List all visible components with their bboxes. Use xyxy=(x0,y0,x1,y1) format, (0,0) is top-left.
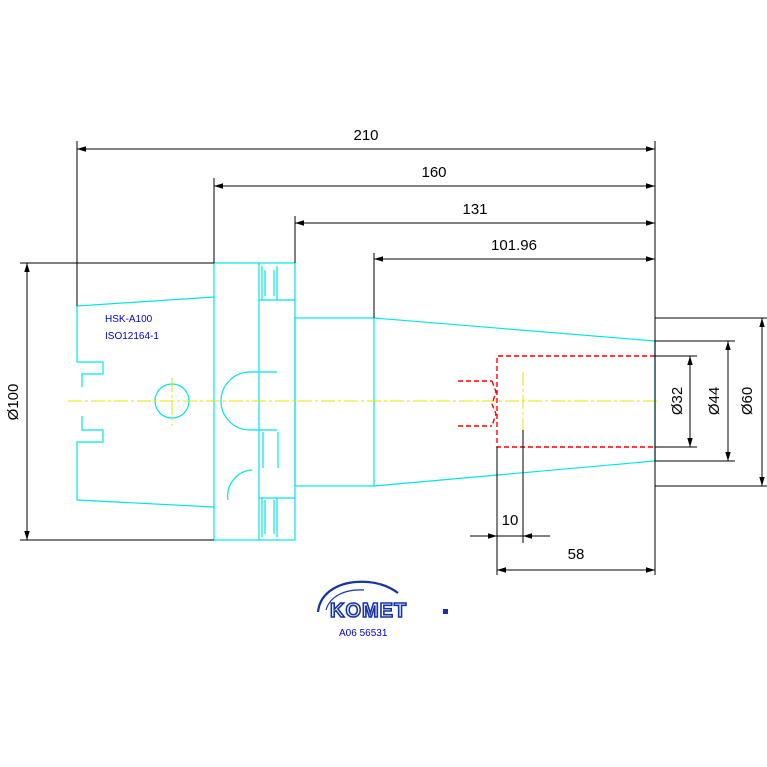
dim-overall-length: 210 xyxy=(353,127,378,144)
part-number: A06 56531 xyxy=(339,628,388,639)
centerlines xyxy=(68,372,660,430)
conical-body-outline xyxy=(373,317,656,487)
bore-thread-marks xyxy=(458,380,497,427)
logo-swoosh-inner xyxy=(325,589,365,611)
dim-shank-diameter: Ø100 xyxy=(5,384,22,421)
extension-lines xyxy=(20,141,767,575)
collar-outline xyxy=(294,317,375,487)
dim-length-from-flange: 160 xyxy=(421,164,446,181)
dim-length-from-collar: 131 xyxy=(462,201,487,218)
logo-brand-text: KOMET xyxy=(330,600,407,622)
dimension-labels: 210 160 131 101.96 58 10 Ø100 Ø32 Ø44 Ø6… xyxy=(5,127,756,563)
komet-logo: KOMET A06 56531 xyxy=(316,580,448,639)
dim-body-diameter: Ø60 xyxy=(739,387,756,415)
bore-outline xyxy=(496,355,655,448)
dim-taper-length: 101.96 xyxy=(491,237,537,254)
dim-bore-depth: 58 xyxy=(568,546,585,563)
interface-notes: HSK-A100 ISO12164-1 xyxy=(105,314,159,342)
dimension-lines xyxy=(24,146,765,573)
interface-note: HSK-A100 xyxy=(105,314,153,325)
standard-note: ISO12164-1 xyxy=(105,331,159,342)
dim-bore-offset: 10 xyxy=(502,512,519,529)
drive-slot-outline xyxy=(220,371,277,501)
logo-dot xyxy=(443,609,448,614)
dim-bore-diameter: Ø32 xyxy=(669,387,686,415)
logo-swoosh xyxy=(316,580,399,613)
hidden-bore xyxy=(458,355,655,448)
dim-nose-diameter: Ø44 xyxy=(706,387,723,415)
hsk-shank-outline xyxy=(76,296,215,508)
